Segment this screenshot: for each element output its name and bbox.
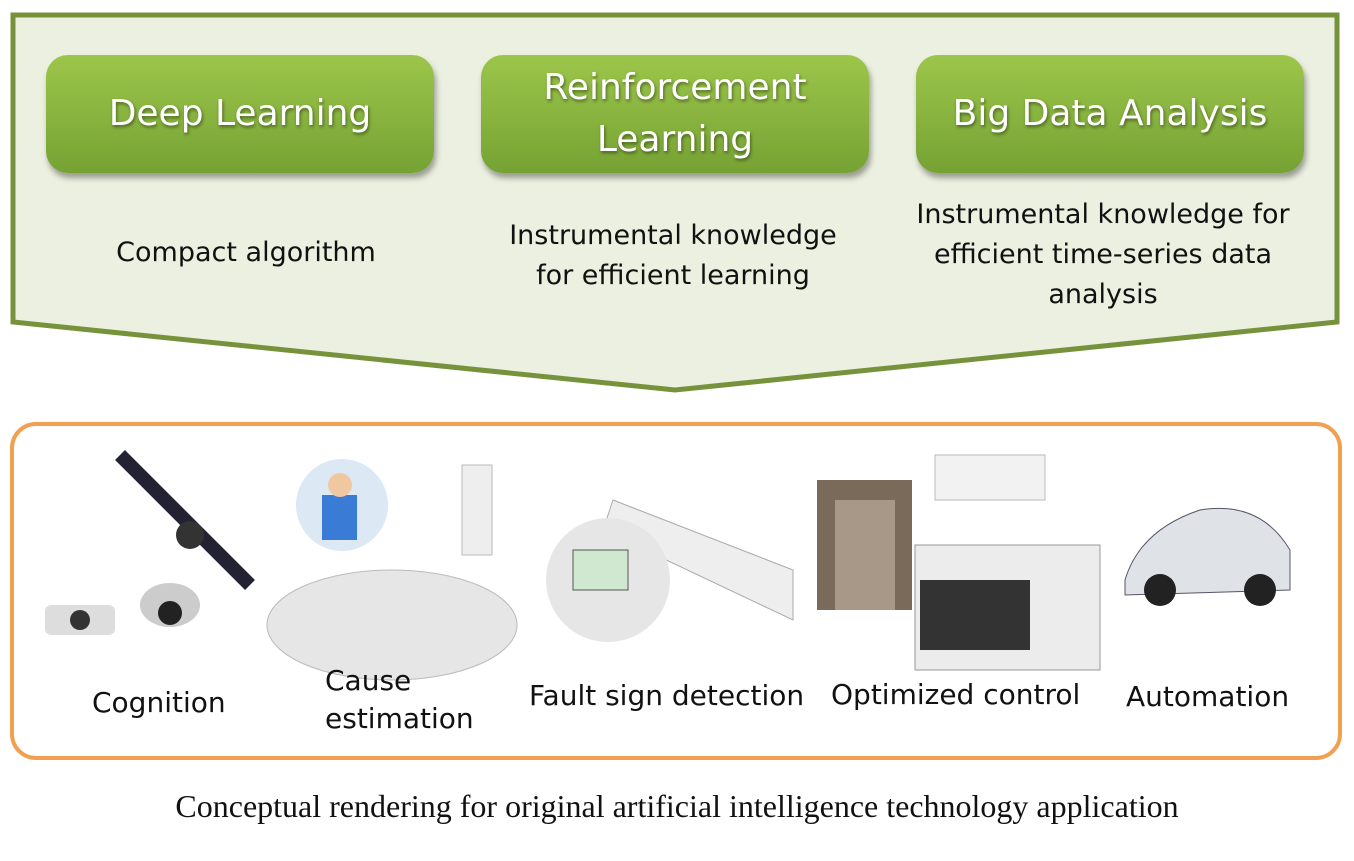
deep-learning-box: Deep Learning xyxy=(46,55,434,173)
car-image xyxy=(1124,507,1291,606)
big-data-analysis-box: Big Data Analysis xyxy=(916,55,1304,173)
application-cognition: Cognition xyxy=(92,686,226,719)
satellite-camera-image xyxy=(45,450,255,635)
figure-caption: Conceptual rendering for original artifi… xyxy=(175,788,1179,824)
application-optimized-control: Optimized control xyxy=(831,678,1081,711)
application-automation: Automation xyxy=(1126,680,1290,713)
elevator-aircon-machine-image xyxy=(817,454,1101,671)
reinforcement-learning-box: Reinforcement Learning xyxy=(481,55,869,173)
train-monitoring-image xyxy=(546,499,794,642)
applications-panel xyxy=(10,422,1342,760)
reinforcement-learning-description: Instrumental knowledge for efficient lea… xyxy=(509,220,837,291)
big-data-analysis-description: Instrumental knowledge for efficient tim… xyxy=(916,199,1290,310)
big-data-analysis-title: Big Data Analysis xyxy=(952,92,1268,134)
deep-learning-title: Deep Learning xyxy=(108,92,372,134)
application-cause-estimation: Cause estimation xyxy=(325,664,474,735)
reinforcement-learning-title: Reinforcement Learning xyxy=(543,66,807,160)
deep-learning-description: Compact algorithm xyxy=(116,237,376,268)
generator-robot-image xyxy=(266,459,518,681)
application-fault-sign-detection: Fault sign detection xyxy=(529,679,805,712)
